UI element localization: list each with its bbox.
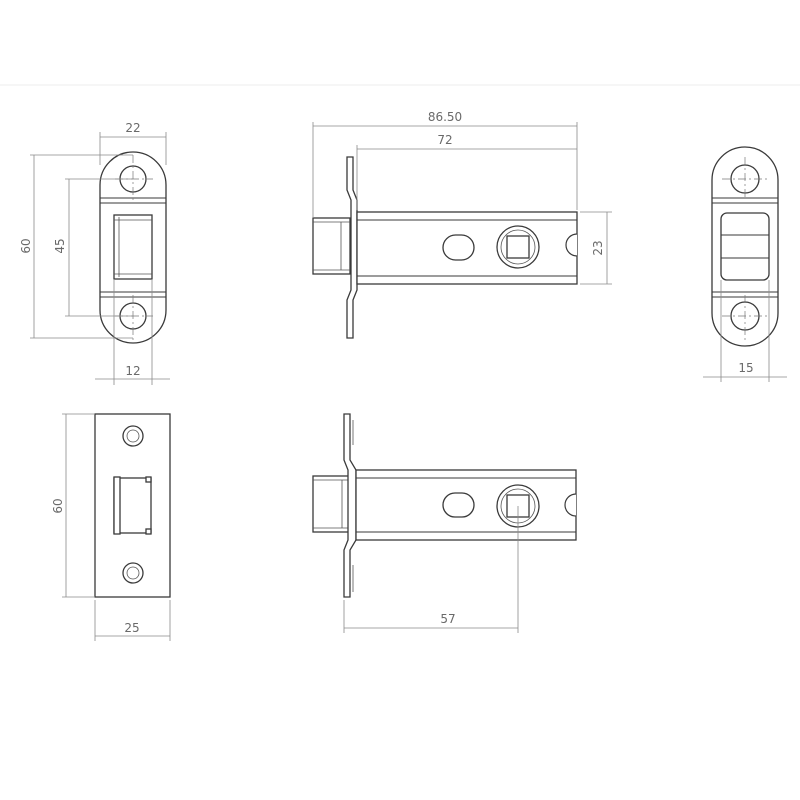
view-forend-rounded: 22 60 45 12 bbox=[19, 121, 170, 385]
case-notch bbox=[565, 233, 578, 257]
dim-forend-height: 60 bbox=[19, 238, 33, 253]
dim-opening-width: 15 bbox=[738, 361, 753, 375]
view-latch-side-top: 86.50 72 23 bbox=[312, 110, 612, 339]
view-striker-rounded: 15 bbox=[703, 146, 787, 382]
dim-backset: 57 bbox=[440, 612, 455, 626]
dim-overall-length: 86.50 bbox=[428, 110, 462, 124]
square-screw-hole-top bbox=[122, 425, 144, 447]
spindle-square bbox=[506, 235, 530, 259]
bottom-case-notch bbox=[564, 493, 577, 517]
bottom-latch-bolt-head bbox=[312, 475, 354, 533]
follower-slot bbox=[442, 234, 475, 261]
view-latch-side-bottom: 57 bbox=[312, 413, 577, 633]
bottom-forend-profile bbox=[343, 413, 357, 598]
view-forend-square: 60 25 bbox=[51, 413, 171, 641]
square-screw-hole-bottom bbox=[122, 562, 144, 584]
dim-hole-centers: 45 bbox=[53, 238, 67, 253]
dim-slot-width: 12 bbox=[125, 364, 140, 378]
dim-forend-width: 22 bbox=[125, 121, 140, 135]
bottom-follower-slot bbox=[442, 492, 475, 518]
dim-square-height: 60 bbox=[51, 498, 65, 513]
latch-bolt-opening bbox=[113, 214, 153, 280]
striker-opening bbox=[720, 212, 770, 281]
dim-square-width: 25 bbox=[124, 621, 139, 635]
latch-case bbox=[356, 211, 578, 285]
latch-bolt-head bbox=[312, 217, 351, 275]
dim-case-length: 72 bbox=[437, 133, 452, 147]
forend-profile bbox=[346, 156, 358, 339]
dim-case-height: 23 bbox=[591, 240, 605, 255]
